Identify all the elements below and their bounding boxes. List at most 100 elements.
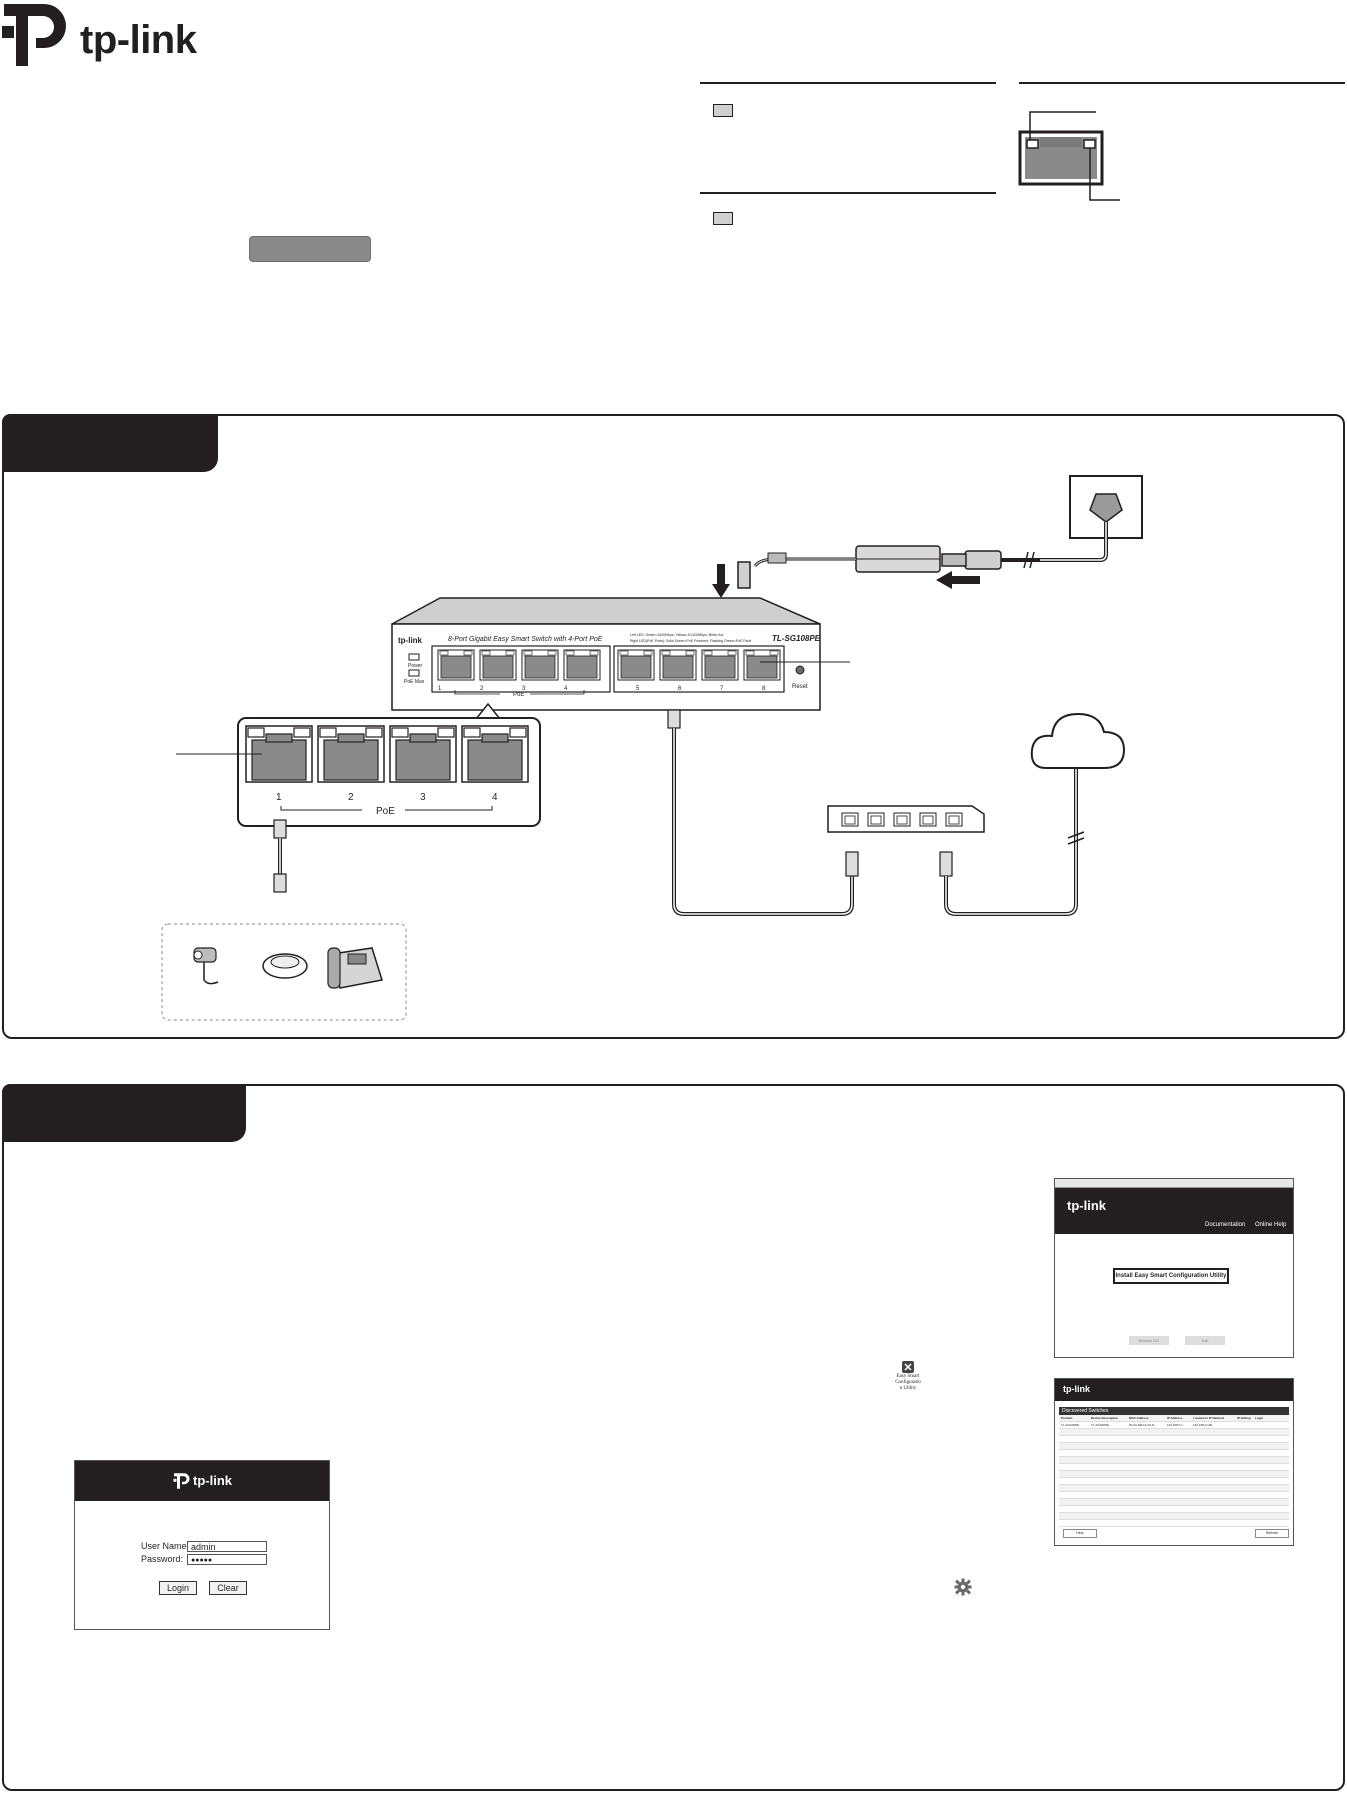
- table-cell: [1089, 1485, 1127, 1491]
- table-cell: [1089, 1478, 1127, 1484]
- exit-button[interactable]: Exit: [1185, 1336, 1225, 1345]
- table-cell: [1235, 1457, 1253, 1463]
- table-cell: [1089, 1499, 1127, 1505]
- switch-led-legend-1: Left LED: Green=1000Mbps; Yellow=10/100M…: [630, 633, 724, 637]
- switch-port-label-2: 2: [480, 686, 484, 692]
- table-cell: [1235, 1506, 1253, 1512]
- tp-link-logo-icon: [2, 4, 66, 66]
- table-column-header: IP Setting: [1237, 1416, 1251, 1420]
- table-cell: [1127, 1443, 1165, 1449]
- table-row: [1059, 1492, 1289, 1499]
- table-cell: [1253, 1492, 1269, 1498]
- router-port-3: [893, 812, 911, 827]
- table-cell: [1253, 1450, 1269, 1456]
- table-cell: [1253, 1520, 1269, 1526]
- installer-help-link[interactable]: Online Help: [1255, 1222, 1287, 1228]
- table-row: [1059, 1506, 1289, 1513]
- table-cell: [1191, 1471, 1235, 1477]
- table-cell: [1059, 1499, 1089, 1505]
- table-cell: [1089, 1443, 1127, 1449]
- table-cell: [1191, 1499, 1235, 1505]
- zoom-port-label-2: 2: [348, 792, 354, 803]
- table-cell: [1059, 1506, 1089, 1512]
- table-cell: [1089, 1436, 1127, 1442]
- login-button[interactable]: Login: [159, 1581, 197, 1595]
- switch-port-label-8: 8: [762, 686, 766, 692]
- led-section-rule-2: [700, 192, 996, 194]
- table-cell: [1127, 1506, 1165, 1512]
- browse-cd-button[interactable]: Browse CD: [1129, 1336, 1169, 1345]
- username-label: User Name:: [141, 1541, 190, 1551]
- switch-port-3: [521, 649, 559, 681]
- switch-description: 8-Port Gigabit Easy Smart Switch with 4-…: [448, 636, 603, 643]
- table-cell: [1235, 1492, 1253, 1498]
- table-cell: [1191, 1443, 1235, 1449]
- table-cell: [1127, 1478, 1165, 1484]
- left-arrow-icon: [936, 571, 980, 589]
- zoom-port-label-1: 1: [276, 792, 282, 803]
- switch-led-power: Power: [408, 663, 423, 669]
- table-cell: [1191, 1450, 1235, 1456]
- table-cell: [1165, 1464, 1191, 1470]
- password-label: Password:: [141, 1554, 184, 1564]
- table-cell: [1235, 1485, 1253, 1491]
- table-cell: [1191, 1457, 1235, 1463]
- table-row: [1059, 1450, 1289, 1457]
- table-cell: [1191, 1492, 1235, 1498]
- table-cell: [1253, 1478, 1269, 1484]
- table-cell: [1165, 1471, 1191, 1477]
- table-cell: [1191, 1429, 1235, 1435]
- power-adapter-icon: [855, 545, 941, 573]
- table-cell: [1235, 1436, 1253, 1442]
- switch-poe-label: PoE: [513, 692, 524, 698]
- ip-camera-icon: [193, 947, 219, 985]
- utility-refresh-button[interactable]: Refresh: [1255, 1529, 1289, 1538]
- router-port-2: [867, 812, 885, 827]
- table-cell: [1253, 1485, 1269, 1491]
- table-row: [1059, 1457, 1289, 1464]
- table-row: [1059, 1443, 1289, 1450]
- table-cell: [1089, 1450, 1127, 1456]
- table-column-header: IP Address: [1167, 1416, 1183, 1420]
- table-column-header: Login: [1255, 1416, 1264, 1420]
- zoom-port-3: [389, 725, 457, 783]
- table-cell: [1059, 1436, 1089, 1442]
- table-cell: [1165, 1506, 1191, 1512]
- table-row: [1059, 1485, 1289, 1492]
- table-cell: [1235, 1513, 1253, 1519]
- table-cell: [1059, 1429, 1089, 1435]
- table-cell: [1253, 1429, 1269, 1435]
- table-cell: [1191, 1464, 1235, 1470]
- table-row: [1059, 1520, 1289, 1527]
- table-cell: [1127, 1436, 1165, 1442]
- utility-help-button[interactable]: Help: [1063, 1529, 1097, 1538]
- switch-device: [391, 597, 821, 711]
- configuration-section: [2, 1084, 1345, 1791]
- table-cell: [1089, 1429, 1127, 1435]
- table-cell: [1059, 1492, 1089, 1498]
- username-input[interactable]: admin: [187, 1541, 267, 1552]
- switch-port-label-1: 1: [438, 686, 442, 692]
- table-cell: [1191, 1513, 1235, 1519]
- password-input[interactable]: ●●●●●: [187, 1554, 267, 1565]
- table-cell: [1253, 1457, 1269, 1463]
- router-port-1: [841, 812, 859, 827]
- installer-docs-link[interactable]: Documentation: [1205, 1222, 1246, 1228]
- table-cell: [1059, 1485, 1089, 1491]
- switch-port-6: [659, 649, 697, 681]
- switch-reset-label: Reset: [792, 684, 808, 690]
- zoom-port-4: [461, 725, 529, 783]
- poe-max-led-swatch: [713, 212, 733, 225]
- router-port-5: [945, 812, 963, 827]
- clear-button[interactable]: Clear: [209, 1581, 247, 1595]
- table-cell: [1191, 1520, 1235, 1526]
- table-cell: [1059, 1471, 1089, 1477]
- install-utility-button[interactable]: Install Easy Smart Configuration Utility: [1113, 1268, 1229, 1284]
- table-cell: [1235, 1422, 1253, 1428]
- table-cell: [1165, 1450, 1191, 1456]
- table-cell: 192.168.0.100: [1193, 1423, 1213, 1427]
- table-cell: [1253, 1506, 1269, 1512]
